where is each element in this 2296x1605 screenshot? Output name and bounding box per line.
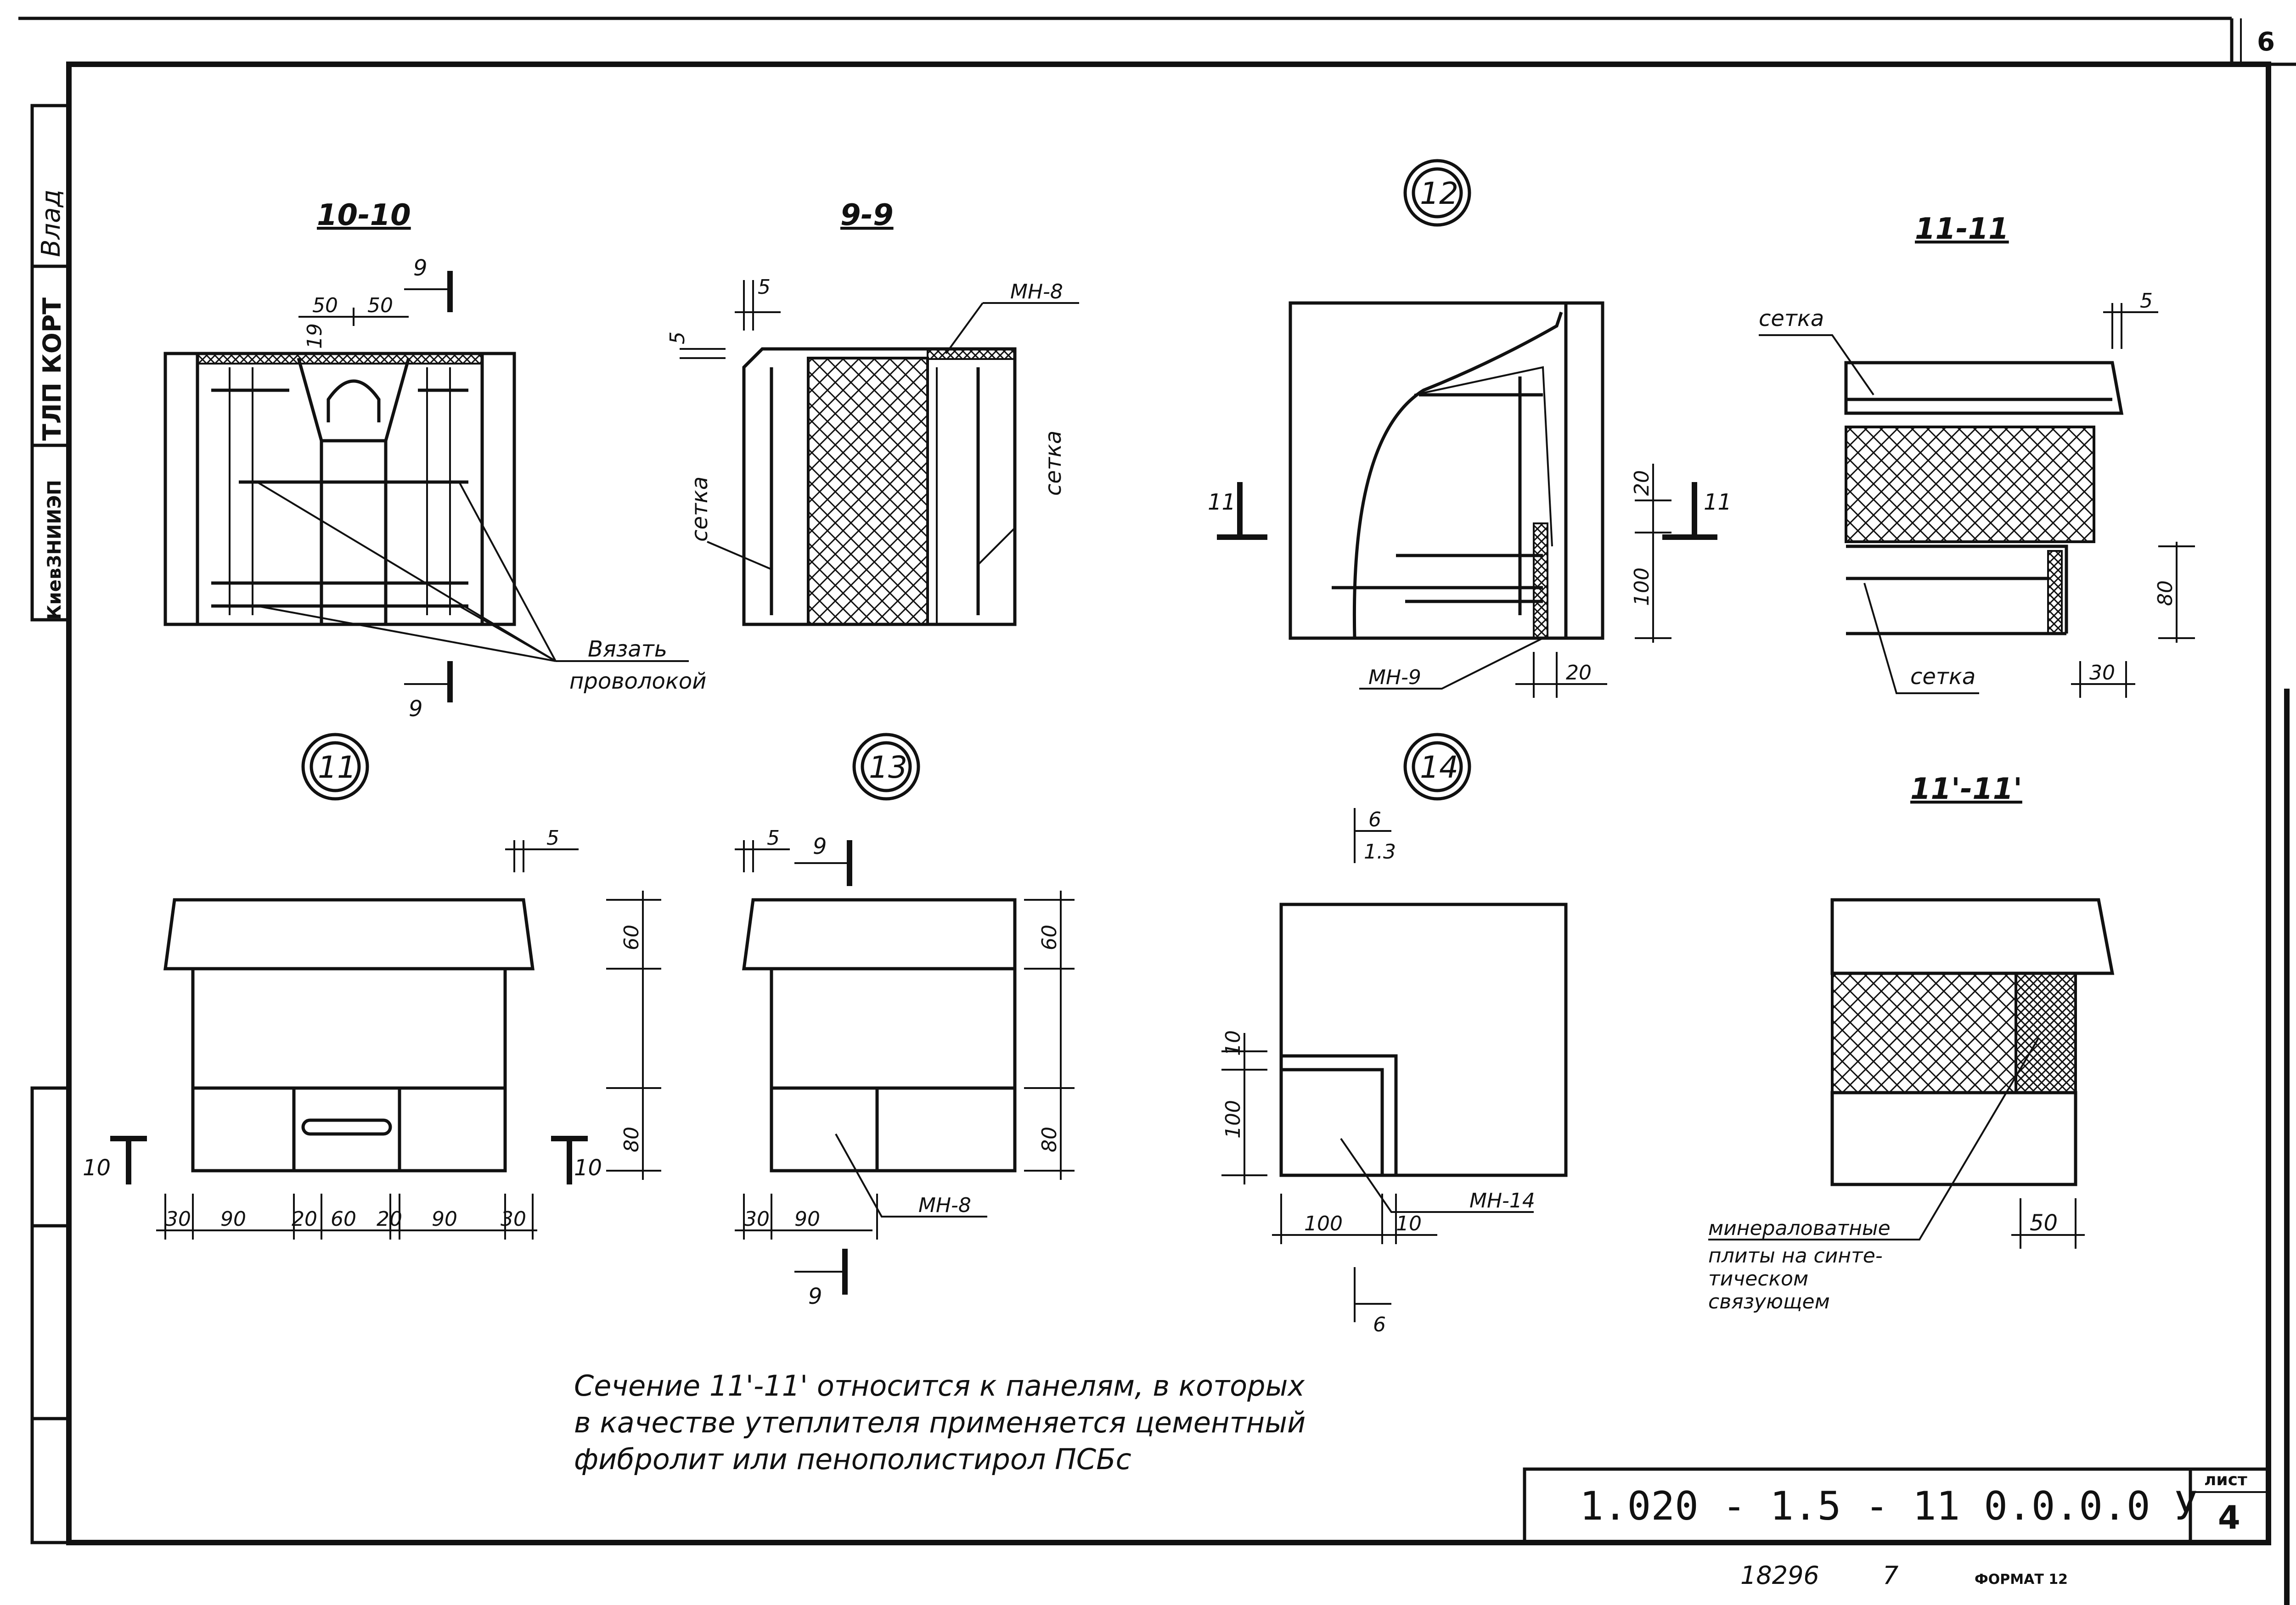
svg-text:10: 10: [1396, 1212, 1422, 1235]
svg-text:50: 50: [2030, 1210, 2058, 1236]
svg-text:сетка: сетка: [1759, 306, 1824, 331]
svg-text:9: 9: [808, 1284, 822, 1309]
svg-text:1.3: 1.3: [1364, 840, 1396, 864]
svg-text:18296: 18296: [1740, 1561, 1819, 1590]
svg-text:30: 30: [501, 1207, 526, 1231]
svg-text:сетка: сетка: [1910, 664, 1975, 690]
svg-text:7: 7: [1883, 1561, 1898, 1590]
page-number: 6: [2257, 27, 2275, 57]
svg-text:30: 30: [744, 1207, 770, 1231]
svg-text:10: 10: [574, 1155, 602, 1181]
svg-text:100: 100: [1304, 1212, 1343, 1235]
svg-text:20: 20: [1630, 470, 1654, 496]
svg-text:5: 5: [767, 826, 780, 850]
svg-text:60: 60: [1038, 925, 1061, 950]
svg-text:КиевЗНИИЭП: КиевЗНИИЭП: [44, 480, 65, 620]
svg-text:фибролит или пенополистирол ПС: фибролит или пенополистирол ПСБс: [574, 1442, 1131, 1476]
svg-text:5: 5: [546, 826, 559, 850]
svg-text:проволокой: проволокой: [569, 668, 706, 694]
section-11-11: 11-11 сетка сетка 5 80 30: [1759, 212, 2195, 698]
svg-text:связующем: связующем: [1708, 1290, 1830, 1313]
svg-text:80: 80: [2154, 580, 2177, 606]
svg-text:10: 10: [83, 1155, 111, 1181]
svg-text:9: 9: [409, 696, 423, 722]
svg-text:30: 30: [2089, 661, 2115, 685]
sheet-frame: [18, 17, 2296, 1605]
detail-11: 11 5 60 80 10 10 30 90 20 60 20 90 30: [83, 733, 661, 1240]
svg-text:80: 80: [1038, 1127, 1061, 1152]
title-block: 1.020 - 1.5 - 11 0.0.0.0 У лист 4: [1523, 1467, 2270, 1544]
svg-text:13: 13: [869, 750, 907, 785]
svg-text:Влад: Влад: [36, 190, 66, 257]
svg-text:80: 80: [620, 1127, 643, 1152]
detail-13: 13 5 9 60 80 МН-8 30 90 9: [735, 733, 1075, 1309]
svg-text:МН-8: МН-8: [918, 1194, 971, 1217]
svg-text:11: 11: [1704, 489, 1732, 515]
section-10-10: 10-10 Вязать проволокой 50 50 19 9 9: [163, 198, 706, 722]
svg-text:90: 90: [794, 1207, 820, 1231]
svg-text:МН-9: МН-9: [1368, 666, 1421, 689]
svg-text:5: 5: [2140, 289, 2153, 313]
svg-text:5: 5: [758, 275, 771, 299]
svg-text:50: 50: [367, 294, 393, 317]
svg-text:ФОРМАТ 12: ФОРМАТ 12: [1975, 1571, 2068, 1588]
svg-text:1.020 - 1.5 - 11 0.0.0.0 У: 1.020 - 1.5 - 11 0.0.0.0 У: [1580, 1483, 2198, 1529]
svg-text:100: 100: [1630, 567, 1654, 606]
svg-text:4: 4: [2218, 1499, 2240, 1537]
svg-text:90: 90: [220, 1207, 246, 1231]
svg-text:60: 60: [331, 1207, 356, 1231]
svg-text:11: 11: [1208, 489, 1236, 515]
svg-text:100: 100: [1221, 1100, 1245, 1139]
svg-text:20: 20: [377, 1207, 402, 1231]
svg-text:10-10: 10-10: [317, 198, 411, 232]
section-9-9: 9-9 сетка сетка МН-8 5 5: [666, 198, 1079, 626]
svg-text:12: 12: [1420, 176, 1458, 211]
svg-text:5: 5: [666, 331, 689, 344]
svg-text:сетка: сетка: [1041, 431, 1066, 496]
detail-12: 12 11 11 20 100 МН-9 20: [1208, 159, 1732, 698]
svg-text:лист: лист: [2204, 1470, 2247, 1489]
footer: 18296 7 ФОРМАТ 12: [1740, 1561, 2068, 1590]
svg-text:плиты на синте-: плиты на синте-: [1708, 1244, 1883, 1268]
svg-text:тическом: тическом: [1708, 1267, 1808, 1291]
svg-text:МН-8: МН-8: [1010, 280, 1063, 303]
svg-text:ТЛП КОРТ: ТЛП КОРТ: [38, 297, 67, 441]
svg-text:Сечение 11'-11' относится к па: Сечение 11'-11' относится к панелям, в к…: [574, 1369, 1305, 1403]
section-11p-11p: 11'-11' минераловатные плиты на синте- т…: [1708, 772, 2115, 1313]
svg-text:9-9: 9-9: [840, 198, 894, 232]
svg-text:6: 6: [1368, 808, 1381, 831]
side-stamp: ТЛП КОРТ КиевЗНИИЭП Влад: [36, 190, 67, 620]
svg-text:11'-11': 11'-11': [1910, 772, 2022, 806]
svg-text:сетка: сетка: [687, 477, 713, 542]
svg-text:11: 11: [318, 750, 356, 785]
svg-text:Вязать: Вязать: [588, 636, 667, 662]
detail-14: 14 6 1.3 10 100 МН-14 100 10 6: [1221, 733, 1568, 1336]
svg-text:9: 9: [413, 255, 428, 281]
svg-text:6: 6: [1373, 1313, 1386, 1336]
svg-text:90: 90: [432, 1207, 457, 1231]
svg-text:в качестве утеплителя применяе: в качестве утеплителя применяется цемент…: [574, 1406, 1306, 1439]
svg-text:14: 14: [1420, 750, 1458, 785]
svg-text:11-11: 11-11: [1915, 212, 2009, 246]
svg-text:19: 19: [303, 323, 326, 349]
svg-text:минераловатные: минераловатные: [1708, 1217, 1891, 1240]
svg-text:50: 50: [312, 294, 338, 317]
svg-text:20: 20: [1566, 661, 1592, 685]
svg-text:10: 10: [1221, 1030, 1245, 1056]
section-note: Сечение 11'-11' относится к панелям, в к…: [574, 1369, 1306, 1476]
svg-text:20: 20: [292, 1207, 317, 1231]
svg-text:9: 9: [813, 834, 827, 859]
svg-text:30: 30: [165, 1207, 191, 1231]
svg-text:60: 60: [620, 925, 643, 950]
svg-text:МН-14: МН-14: [1469, 1189, 1535, 1212]
